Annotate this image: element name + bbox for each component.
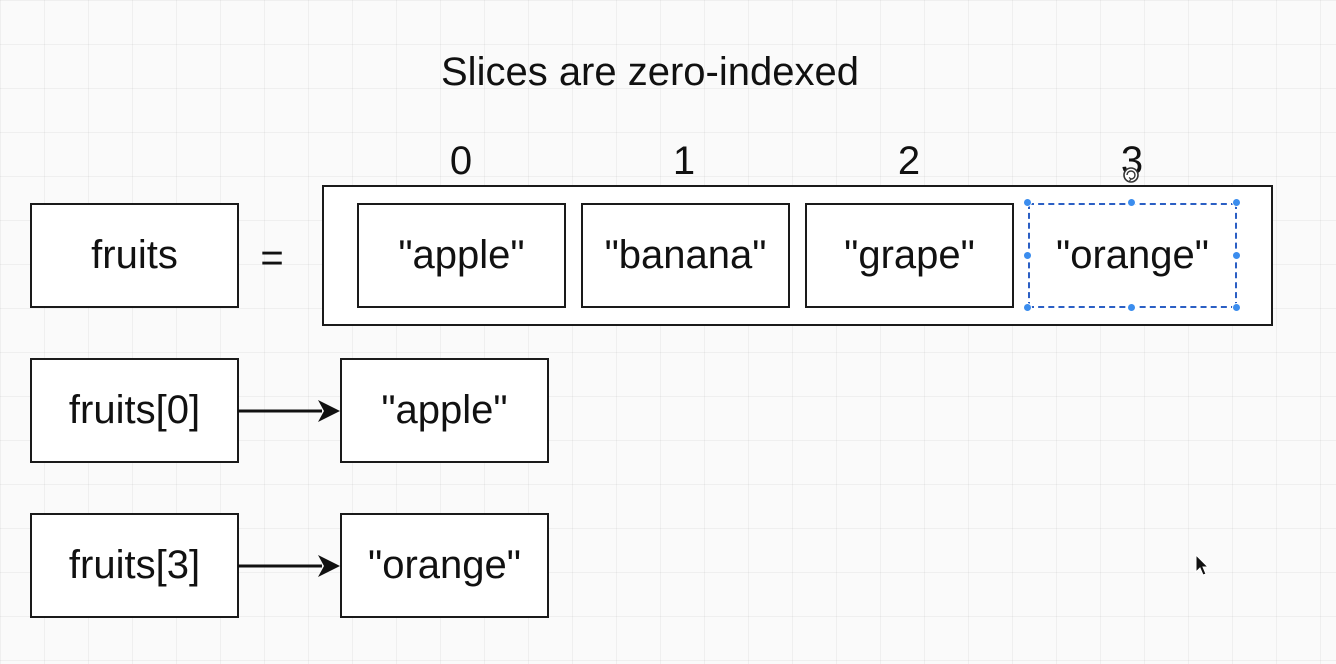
slice-element-1[interactable]: "banana" [581,203,790,308]
arrow-icon [238,400,340,422]
slice-element-0[interactable]: "apple" [357,203,566,308]
slice-element-label: "apple" [398,233,525,277]
access-result-label: "orange" [368,543,521,587]
mouse-cursor-icon [1195,554,1210,576]
resize-handle-bottom[interactable] [1127,303,1136,312]
diagram-title: Slices are zero-indexed [441,50,859,94]
resize-handle-top[interactable] [1127,198,1136,207]
arrow-icon [238,555,340,577]
access-expression-box-0[interactable]: fruits[0] [30,358,239,463]
variable-label: fruits [91,233,178,277]
index-label-1: 1 [672,139,696,183]
resize-handle-bottom-left[interactable] [1023,303,1032,312]
access-result-box-1[interactable]: "orange" [340,513,549,618]
access-result-label: "apple" [381,388,508,432]
resize-handle-top-left[interactable] [1023,198,1032,207]
access-expression-label: fruits[0] [68,388,201,432]
slice-element-label: "banana" [604,233,767,277]
slice-element-label: "orange" [1056,233,1209,277]
resize-handle-right[interactable] [1232,251,1241,260]
resize-handle-bottom-right[interactable] [1232,303,1241,312]
equals-sign: = [260,236,284,280]
access-expression-box-1[interactable]: fruits[3] [30,513,239,618]
access-expression-label: fruits[3] [68,543,201,587]
rotate-icon[interactable] [1122,166,1140,184]
variable-box[interactable]: fruits [30,203,239,308]
access-result-box-0[interactable]: "apple" [340,358,549,463]
slice-element-label: "grape" [844,233,975,277]
index-label-2: 2 [897,139,921,183]
resize-handle-top-right[interactable] [1232,198,1241,207]
index-label-0: 0 [449,139,473,183]
slice-element-2[interactable]: "grape" [805,203,1014,308]
slice-element-3[interactable]: "orange" [1028,203,1237,308]
resize-handle-left[interactable] [1023,251,1032,260]
